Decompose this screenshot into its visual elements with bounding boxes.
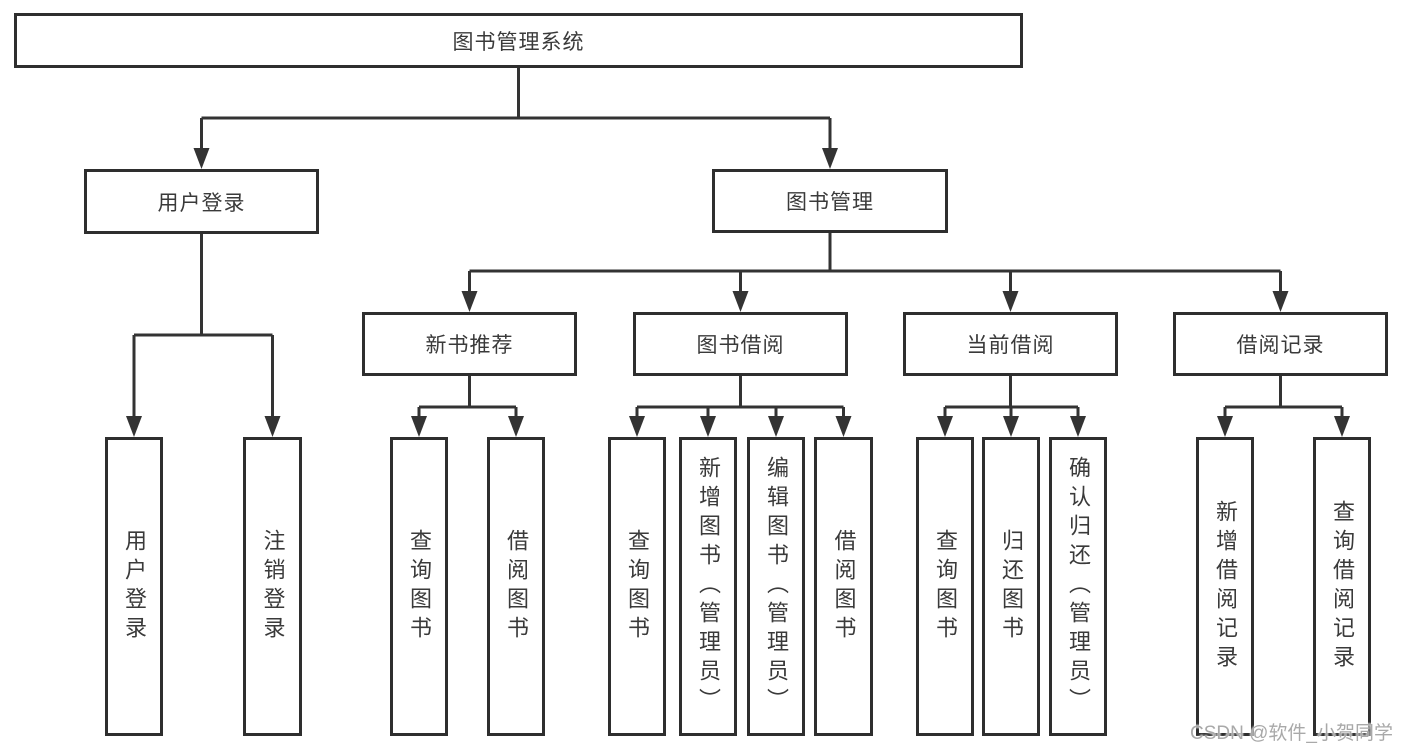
leaf-br-query-record: 查询借阅记录 <box>1313 437 1371 736</box>
leaf-bb-query-books-label: 查询图书 <box>625 528 650 645</box>
node-current-borrowing-label: 当前借阅 <box>966 334 1055 357</box>
leaf-bb-edit-books-admin-label: 编辑图书（管理员） <box>764 456 789 717</box>
node-user-login: 用户登录 <box>84 169 319 234</box>
leaf-cb-confirm-return-admin: 确认归还（管理员） <box>1049 437 1107 736</box>
node-book-borrowing-label: 图书借阅 <box>696 334 785 357</box>
leaf-cb-return-books: 归还图书 <box>982 437 1040 736</box>
node-book-borrowing: 图书借阅 <box>633 312 848 376</box>
node-borrowing-records: 借阅记录 <box>1173 312 1388 376</box>
leaf-logout-label: 注销登录 <box>260 528 286 645</box>
leaf-bb-add-books-admin: 新增图书（管理员） <box>679 437 737 736</box>
leaf-br-query-record-label: 查询借阅记录 <box>1330 499 1355 674</box>
node-book-management-label: 图书管理 <box>786 191 874 214</box>
node-book-management: 图书管理 <box>712 169 948 233</box>
leaf-user-login: 用户登录 <box>105 437 163 736</box>
node-root-label: 图书管理系统 <box>452 30 585 54</box>
connector-bookborrow-to-leaves <box>629 376 852 437</box>
leaf-bb-add-books-admin-label: 新增图书（管理员） <box>696 456 721 717</box>
leaf-br-add-record-label: 新增借阅记录 <box>1213 499 1238 674</box>
leaf-bb-edit-books-admin: 编辑图书（管理员） <box>747 437 805 736</box>
node-new-book-recommend-label: 新书推荐 <box>425 334 514 357</box>
connector-borrowrecord-to-leaves <box>1217 376 1350 437</box>
leaf-bb-borrow-books-label: 借阅图书 <box>831 528 857 645</box>
leaf-cb-return-books-label: 归还图书 <box>999 528 1024 645</box>
connector-userlogin-to-leaves <box>126 234 281 437</box>
leaf-bb-borrow-books: 借阅图书 <box>814 437 873 736</box>
leaf-cb-query-books-label: 查询图书 <box>933 528 958 645</box>
csdn-watermark: CSDN @软件_小贺同学 <box>1190 723 1393 744</box>
leaf-user-login-label: 用户登录 <box>122 528 147 645</box>
node-current-borrowing: 当前借阅 <box>903 312 1118 376</box>
node-root: 图书管理系统 <box>14 13 1023 68</box>
leaf-rec-query-books-label: 查询图书 <box>407 528 432 645</box>
leaf-rec-borrow-books-label: 借阅图书 <box>504 528 529 645</box>
connector-bookmgmt-to-level3 <box>461 233 1289 312</box>
node-borrowing-records-label: 借阅记录 <box>1236 334 1325 357</box>
connector-currentborrow-to-leaves <box>937 376 1086 437</box>
connector-root-to-level2 <box>193 68 838 169</box>
leaf-cb-query-books: 查询图书 <box>916 437 974 736</box>
node-new-book-recommend: 新书推荐 <box>362 312 577 376</box>
leaf-br-add-record: 新增借阅记录 <box>1196 437 1254 736</box>
leaf-logout: 注销登录 <box>243 437 302 736</box>
leaf-rec-borrow-books: 借阅图书 <box>487 437 545 736</box>
leaf-bb-query-books: 查询图书 <box>608 437 666 736</box>
leaf-rec-query-books: 查询图书 <box>390 437 448 736</box>
leaf-cb-confirm-return-admin-label: 确认归还（管理员） <box>1066 456 1091 717</box>
node-user-login-label: 用户登录 <box>157 191 246 215</box>
connector-newbookrec-to-leaves <box>411 376 524 437</box>
